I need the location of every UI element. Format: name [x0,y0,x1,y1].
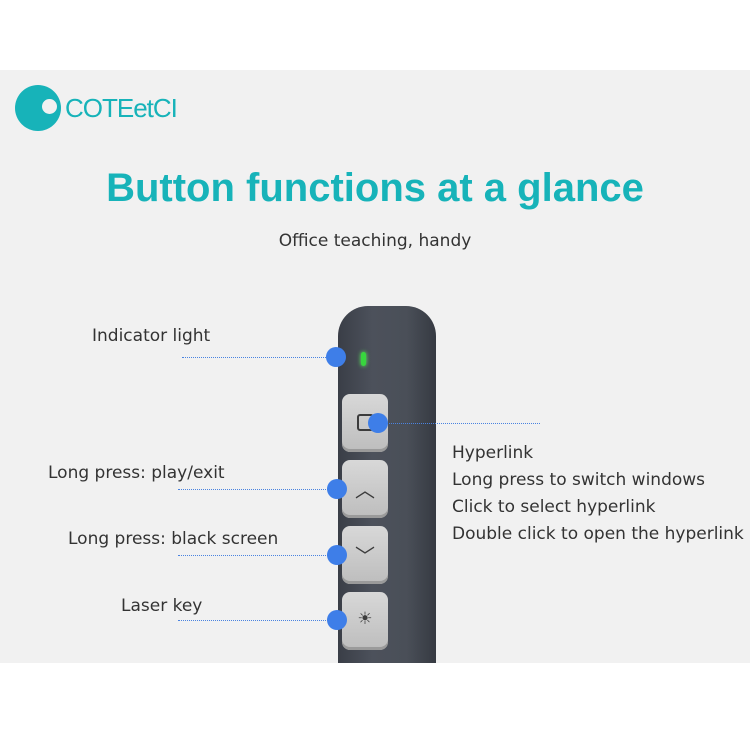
black-screen-label: Long press: black screen [68,529,279,549]
indicator-dot [326,347,346,367]
chevron-down-icon: ﹀ [355,544,375,568]
hyperlink-leader [378,423,540,424]
laser-label: Laser key [121,596,203,616]
hyperlink-line: Click to select hyperlink [452,497,656,517]
black-screen-dot [327,545,347,565]
laser-dot [327,610,347,630]
product-panel: COTEetCI Button functions at a glance Of… [0,70,750,663]
up-key: ︿ [342,460,388,518]
indicator-led [361,352,366,366]
sun-icon: ☀ [357,609,373,629]
page-subtitle: Office teaching, handy [278,231,472,251]
black-screen-leader [178,555,334,556]
down-key: ﹀ [342,526,388,584]
laser-key: ☀ [342,592,388,650]
hyperlink-dot [368,413,388,433]
play-dot [327,479,347,499]
indicator-label: Indicator light [92,326,211,346]
play-label: Long press: play/exit [48,463,225,483]
hyperlink-title: Hyperlink [452,443,534,463]
chevron-up-icon: ︿ [355,478,375,502]
brand-name: COTEetCI [65,93,178,123]
indicator-leader [182,357,332,358]
page-title: Button functions at a glance [106,166,644,210]
laser-leader [178,620,334,621]
hyperlink-line: Long press to switch windows [452,470,706,490]
hyperlink-description: Hyperlink Long press to switch windows C… [452,440,744,548]
hyperlink-line: Double click to open the hyperlink [452,524,744,544]
play-leader [178,489,334,490]
logo-mark [15,85,61,131]
